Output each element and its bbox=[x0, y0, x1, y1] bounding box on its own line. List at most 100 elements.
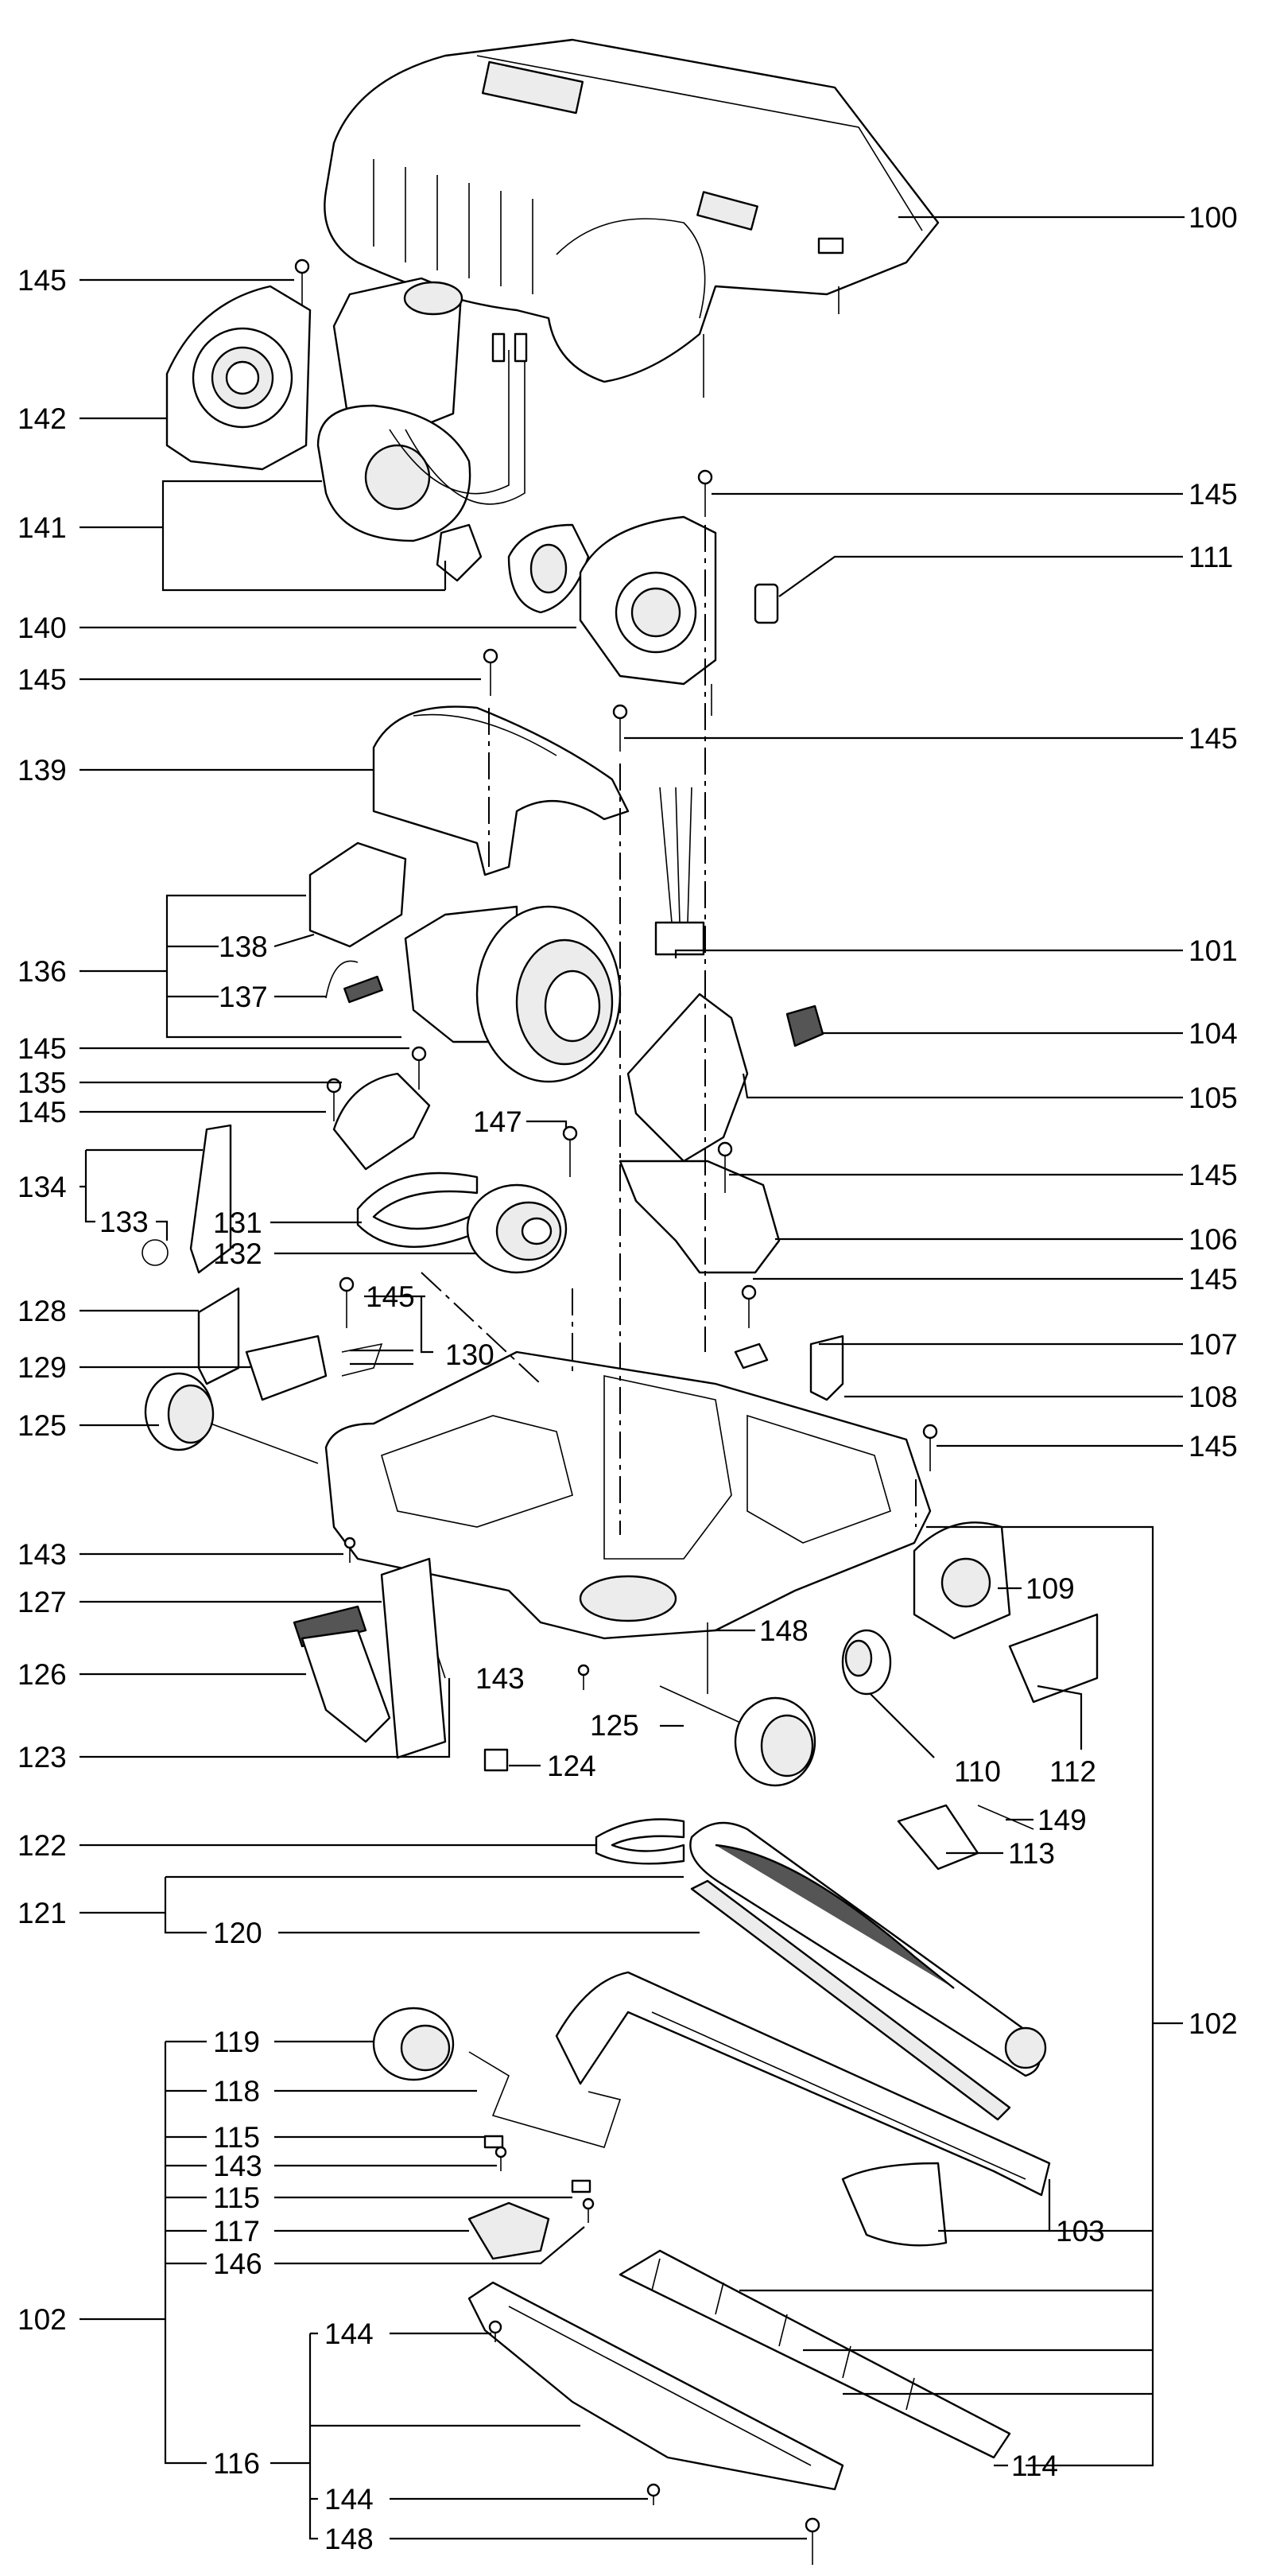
callout-117: 117 bbox=[213, 2215, 260, 2248]
mount-block-part bbox=[308, 841, 407, 948]
callout-102-left: 102 bbox=[17, 2303, 67, 2336]
spring-plate-part bbox=[341, 1342, 383, 1377]
callout-145-left-4: 145 bbox=[17, 1096, 67, 1129]
clip-115b-part bbox=[571, 2179, 591, 2193]
screws bbox=[294, 258, 938, 2565]
callout-127: 127 bbox=[17, 1586, 67, 1618]
spring-clip-part bbox=[142, 1239, 169, 1266]
front-roller-part bbox=[372, 2007, 455, 2081]
callout-105: 105 bbox=[1189, 1082, 1238, 1114]
clip-part bbox=[754, 583, 779, 624]
foot-part bbox=[467, 2201, 550, 2260]
handle-socket-part bbox=[619, 1160, 781, 1274]
soleplate-part bbox=[467, 2281, 844, 2491]
brushroll-part bbox=[689, 1821, 1047, 2077]
callout-104: 104 bbox=[1189, 1017, 1238, 1050]
callout-123: 123 bbox=[17, 1741, 67, 1774]
part-illustrations bbox=[142, 38, 1099, 2565]
callout-141: 141 bbox=[17, 511, 67, 544]
alignment-lines bbox=[421, 525, 917, 1535]
bristle-strip-part bbox=[690, 1879, 1011, 2121]
leader-lines bbox=[80, 216, 1185, 2540]
callout-111: 111 bbox=[1189, 541, 1233, 573]
callout-118: 118 bbox=[213, 2075, 260, 2108]
callout-107: 107 bbox=[1189, 1328, 1238, 1361]
motor-bracket-part bbox=[579, 515, 717, 716]
side-cover-part bbox=[197, 1287, 240, 1385]
callout-125-left: 125 bbox=[17, 1409, 67, 1442]
callout-120: 120 bbox=[213, 1917, 262, 1949]
callout-143-inner: 143 bbox=[475, 1662, 525, 1695]
wire-axle-part bbox=[468, 2051, 622, 2148]
callout-116: 116 bbox=[213, 2447, 260, 2480]
callout-115-a: 115 bbox=[213, 2121, 260, 2154]
callout-136: 136 bbox=[17, 955, 67, 988]
brushroll-belt-part bbox=[595, 1818, 685, 1865]
callout-106: 106 bbox=[1189, 1223, 1238, 1256]
callout-137: 137 bbox=[219, 981, 268, 1013]
callout-125-inner: 125 bbox=[590, 1709, 639, 1742]
callout-144-a: 144 bbox=[324, 2318, 374, 2350]
callout-138: 138 bbox=[219, 931, 268, 963]
callout-139: 139 bbox=[17, 754, 67, 787]
callout-113: 113 bbox=[1008, 1837, 1055, 1870]
lever-part bbox=[189, 1124, 232, 1274]
switch-part bbox=[785, 1004, 824, 1047]
callout-145-left-3: 145 bbox=[17, 1032, 67, 1065]
callout-110: 110 bbox=[954, 1755, 1001, 1788]
callout-145-right-4: 145 bbox=[1189, 1263, 1238, 1296]
callout-130: 130 bbox=[445, 1339, 494, 1371]
callout-143-left-2: 143 bbox=[213, 2150, 262, 2182]
contact-108-part bbox=[809, 1335, 844, 1401]
callout-145-left-2: 145 bbox=[17, 663, 67, 696]
callout-114: 114 bbox=[1011, 2450, 1058, 2482]
callout-145-inner: 145 bbox=[366, 1280, 415, 1313]
callout-144-b: 144 bbox=[324, 2483, 374, 2516]
rear-wheel-right-part bbox=[659, 1685, 816, 1787]
callout-147: 147 bbox=[473, 1105, 522, 1138]
chassis-part bbox=[324, 1350, 932, 1640]
belt-bracket-part bbox=[332, 1072, 431, 1171]
callout-128: 128 bbox=[17, 1295, 67, 1327]
callout-135: 135 bbox=[17, 1067, 67, 1099]
motor-part bbox=[404, 905, 622, 1083]
slide-part bbox=[897, 1804, 979, 1871]
callout-148-b: 148 bbox=[324, 2523, 374, 2555]
callout-148-a: 148 bbox=[759, 1614, 809, 1647]
rail-part bbox=[619, 2249, 1011, 2459]
latch-part bbox=[245, 1335, 328, 1401]
pulley-part bbox=[466, 1183, 568, 1274]
callout-133: 133 bbox=[99, 1206, 149, 1238]
callout-126: 126 bbox=[17, 1658, 67, 1691]
side-cap-part bbox=[913, 1521, 1011, 1640]
plate-part bbox=[1008, 1613, 1099, 1704]
switch-bracket-part bbox=[626, 993, 749, 1163]
callout-102-right: 102 bbox=[1189, 2007, 1238, 2040]
cable-part bbox=[325, 960, 383, 1004]
callout-131: 131 bbox=[213, 1206, 262, 1239]
small-bracket-part bbox=[483, 1748, 509, 1772]
callout-108: 108 bbox=[1189, 1381, 1238, 1413]
callout-145-right-5: 145 bbox=[1189, 1430, 1238, 1463]
height-pedal-part bbox=[293, 1557, 447, 1759]
callout-101: 101 bbox=[1189, 934, 1238, 967]
callout-145-right-2: 145 bbox=[1189, 722, 1238, 755]
callout-132: 132 bbox=[213, 1237, 262, 1270]
spring-149-part bbox=[977, 1805, 1034, 1830]
callout-121: 121 bbox=[17, 1897, 67, 1929]
callout-103: 103 bbox=[1056, 2215, 1105, 2248]
callout-145-right-1: 145 bbox=[1189, 478, 1238, 511]
callout-149: 149 bbox=[1037, 1804, 1087, 1836]
rear-wheel-left-part bbox=[144, 1372, 319, 1464]
callout-129: 129 bbox=[17, 1351, 67, 1384]
bumper-channel-part bbox=[555, 1971, 1051, 2197]
wire-connector-part bbox=[654, 787, 705, 956]
callout-134: 134 bbox=[17, 1171, 67, 1203]
callout-112: 112 bbox=[1049, 1755, 1096, 1788]
bumper-end-part bbox=[841, 2162, 948, 2247]
callout-143-left-1: 143 bbox=[17, 1538, 67, 1571]
clip-107-part bbox=[734, 1342, 769, 1370]
callout-142: 142 bbox=[17, 402, 67, 435]
motor-shroud-part bbox=[372, 705, 630, 876]
